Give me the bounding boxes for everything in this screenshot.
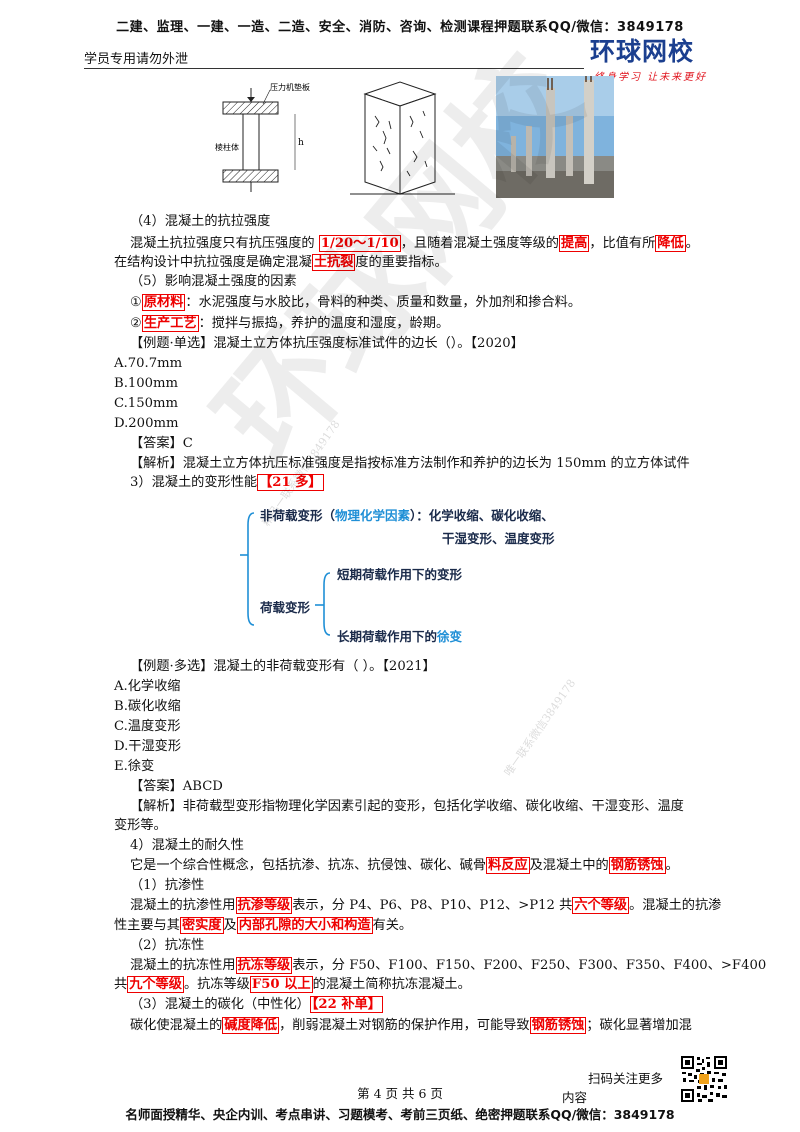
example1-option-a: A.70.7mm — [114, 356, 183, 371]
highlight: 【21 多】 — [257, 474, 324, 491]
durability-para: 它是一个综合性概念，包括抗渗、抗冻、抗侵蚀、碳化、碱骨料反应及混凝土中的钢筋锈蚀… — [130, 857, 679, 874]
durability-sub3: （3）混凝土的碳化（中性化）【22 补单】 — [130, 996, 383, 1013]
highlight: 土抗裂 — [311, 254, 356, 271]
mindmap-nonload-line2: 干湿变形、温度变形 — [442, 531, 555, 546]
highlight: 九个等级 — [127, 976, 184, 993]
highlight: 内部孔隙的大小和构造 — [236, 917, 373, 934]
example1-question: 【例题·单选】混凝土立方体抗压强度标准试件的边长（）。【2020】 — [130, 336, 524, 351]
highlight: 六个等级 — [572, 897, 630, 914]
example2-answer: 【答案】ABCD — [130, 779, 223, 794]
durability-heading: 4）混凝土的耐久性 — [130, 838, 244, 853]
column-site-photo — [496, 76, 614, 198]
highlight: 钢筋锈蚀 — [529, 1017, 587, 1034]
section4-heading: （4）混凝土的抗拉强度 — [130, 214, 271, 229]
highlight: 生产工艺 — [141, 315, 199, 332]
watermark-small-2: 唯一联系微信3849178 — [501, 676, 579, 779]
highlight: 抗冻等级 — [235, 957, 293, 974]
example1-answer: 【答案】C — [130, 436, 193, 451]
example2-option-a: A.化学收缩 — [114, 679, 181, 694]
header-left-note: 学员专用请勿外泄 — [84, 52, 189, 67]
highlight: 原材料 — [141, 294, 186, 311]
deformation-mindmap: 非荷载变形（物理化学因素）：化学收缩、碳化收缩、 干湿变形、温度变形 荷载变形 … — [240, 495, 600, 645]
header-banner: 二建、监理、一建、一造、二造、安全、消防、咨询、检测课程押题联系QQ/微信：38… — [116, 20, 684, 35]
durability-sub1: （1）抗渗性 — [130, 878, 205, 893]
highlight: 碱度降低 — [222, 1017, 280, 1034]
example2-option-c: C.温度变形 — [114, 719, 181, 734]
header-rule — [84, 68, 584, 69]
example1-option-c: C.150mm — [114, 396, 178, 411]
label-h: h — [298, 138, 304, 148]
example2-analysis-1: 【解析】非荷载型变形指物理化学因素引起的变形，包括化学收缩、碳化收缩、干湿变形、… — [130, 799, 684, 814]
example2-question: 【例题·多选】混凝土的非荷载变形有（ ）。【2021】 — [130, 659, 436, 674]
example2-analysis-2: 变形等。 — [114, 818, 167, 833]
mindmap-load: 荷载变形 — [260, 600, 311, 615]
example2-option-b: B.碳化收缩 — [114, 699, 181, 714]
example2-option-e: E.徐变 — [114, 759, 155, 774]
specimen-press-diagram: h 压力机垫板 棱柱体 — [215, 82, 310, 192]
highlight: 降低 — [655, 235, 686, 252]
durability-s2-line1: 混凝土的抗冻性用抗冻等级表示，分 F50、F100、F150、F200、F250… — [130, 957, 767, 974]
footer-banner: 名师面授精华、央企内训、考点串讲、习题模考、考前三页纸、绝密押题联系QQ/微信：… — [125, 1107, 675, 1122]
highlight: 密实度 — [179, 917, 224, 934]
mindmap-lines — [240, 512, 331, 636]
section5-heading: （5）影响混凝土强度的因素 — [130, 274, 297, 289]
qr-caption-1: 扫码关注更多 — [588, 1071, 664, 1086]
example1-option-b: B.100mm — [114, 376, 179, 391]
section4-para2: 在结构设计中抗拉强度是确定混凝土抗裂度的重要指标。 — [114, 254, 448, 271]
durability-s1-line2: 性主要与其密实度及内部孔隙的大小和构造有关。 — [114, 917, 413, 934]
logo: 环球网校 终身学习 让未来更好 — [590, 32, 740, 83]
example2-option-d: D.干湿变形 — [114, 739, 182, 754]
durability-s3-line1: 碳化使混凝土的碱度降低，削弱混凝土对钢筋的保护作用，可能导致钢筋锈蚀；碳化显著增… — [130, 1017, 692, 1034]
highlight: 料反应 — [486, 857, 530, 874]
durability-s1-line1: 混凝土的抗渗性用抗渗等级表示，分 P4、P6、P8、P10、P12、>P12 共… — [130, 897, 722, 914]
highlight: 抗渗等级 — [235, 897, 293, 914]
highlight: 提高 — [558, 235, 590, 252]
section3-heading: 3）混凝土的变形性能【21 多】 — [130, 474, 324, 491]
logo-slogan: 终身学习 让未来更好 — [594, 72, 708, 83]
mindmap-long: 长期荷载作用下的徐变 — [337, 629, 463, 644]
section4-para1: 混凝土抗拉强度只有抗压强度的 1/20～1/10，且随着混凝土强度等级的提高，比… — [130, 235, 699, 252]
example1-option-d: D.200mm — [114, 416, 179, 431]
highlight: 1/20～1/10 — [318, 235, 401, 252]
durability-sub2: （2）抗冻性 — [130, 938, 205, 953]
highlight: 【22 补单】 — [309, 996, 383, 1013]
mindmap-short: 短期荷载作用下的变形 — [337, 567, 463, 582]
label-plate: 压力机垫板 — [270, 82, 310, 92]
qr-caption-2: 内容 — [562, 1090, 588, 1105]
qr-code-icon — [680, 1055, 728, 1103]
mindmap-nonload: 非荷载变形（物理化学因素）：化学收缩、碳化收缩、 — [260, 508, 554, 523]
label-body: 棱柱体 — [215, 142, 239, 152]
page-number: 第 4 页 共 6 页 — [357, 1086, 443, 1101]
highlight: F50 以上 — [249, 976, 313, 993]
highlight: 钢筋锈蚀 — [608, 857, 666, 874]
logo-text: 环球网校 — [590, 37, 695, 66]
cracked-column-diagram — [350, 81, 455, 195]
example1-analysis: 【解析】混凝土立方体抗压标准强度是指按标准方法制作和养护的边长为 150mm 的… — [130, 456, 690, 471]
